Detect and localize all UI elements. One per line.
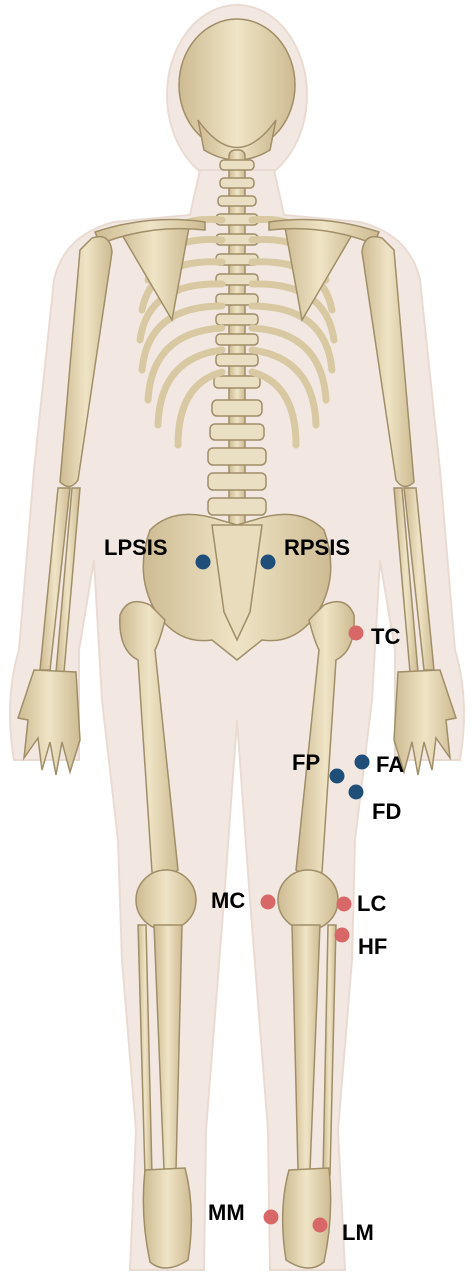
marker-dot-lm: [313, 1218, 328, 1233]
marker-mm: MM: [208, 1200, 279, 1225]
marker-label-rpsis: RPSIS: [284, 535, 350, 560]
marker-dot-lc: [337, 897, 352, 912]
marker-label-fa: FA: [376, 752, 404, 777]
right-foot: [283, 1168, 331, 1268]
marker-dot-rpsis: [261, 555, 276, 570]
marker-label-lm: LM: [342, 1220, 374, 1245]
marker-label-hf: HF: [358, 934, 387, 959]
marker-dot-mm: [264, 1210, 279, 1225]
marker-dot-hf: [335, 928, 350, 943]
marker-label-tc: TC: [371, 624, 400, 649]
left-foot: [143, 1168, 191, 1268]
marker-dot-fd: [349, 785, 364, 800]
marker-label-mc: MC: [211, 888, 245, 913]
marker-label-lpsis: LPSIS: [104, 535, 168, 560]
marker-label-fd: FD: [372, 799, 401, 824]
marker-dot-fp: [330, 769, 345, 784]
marker-dot-lpsis: [196, 555, 211, 570]
marker-label-mm: MM: [208, 1200, 245, 1225]
marker-label-lc: LC: [357, 891, 386, 916]
marker-label-fp: FP: [292, 750, 320, 775]
marker-dot-fa: [355, 755, 370, 770]
right-knee: [278, 870, 338, 930]
marker-dot-mc: [261, 895, 276, 910]
left-knee: [136, 870, 196, 930]
skull: [179, 19, 295, 151]
marker-dot-tc: [349, 626, 364, 641]
